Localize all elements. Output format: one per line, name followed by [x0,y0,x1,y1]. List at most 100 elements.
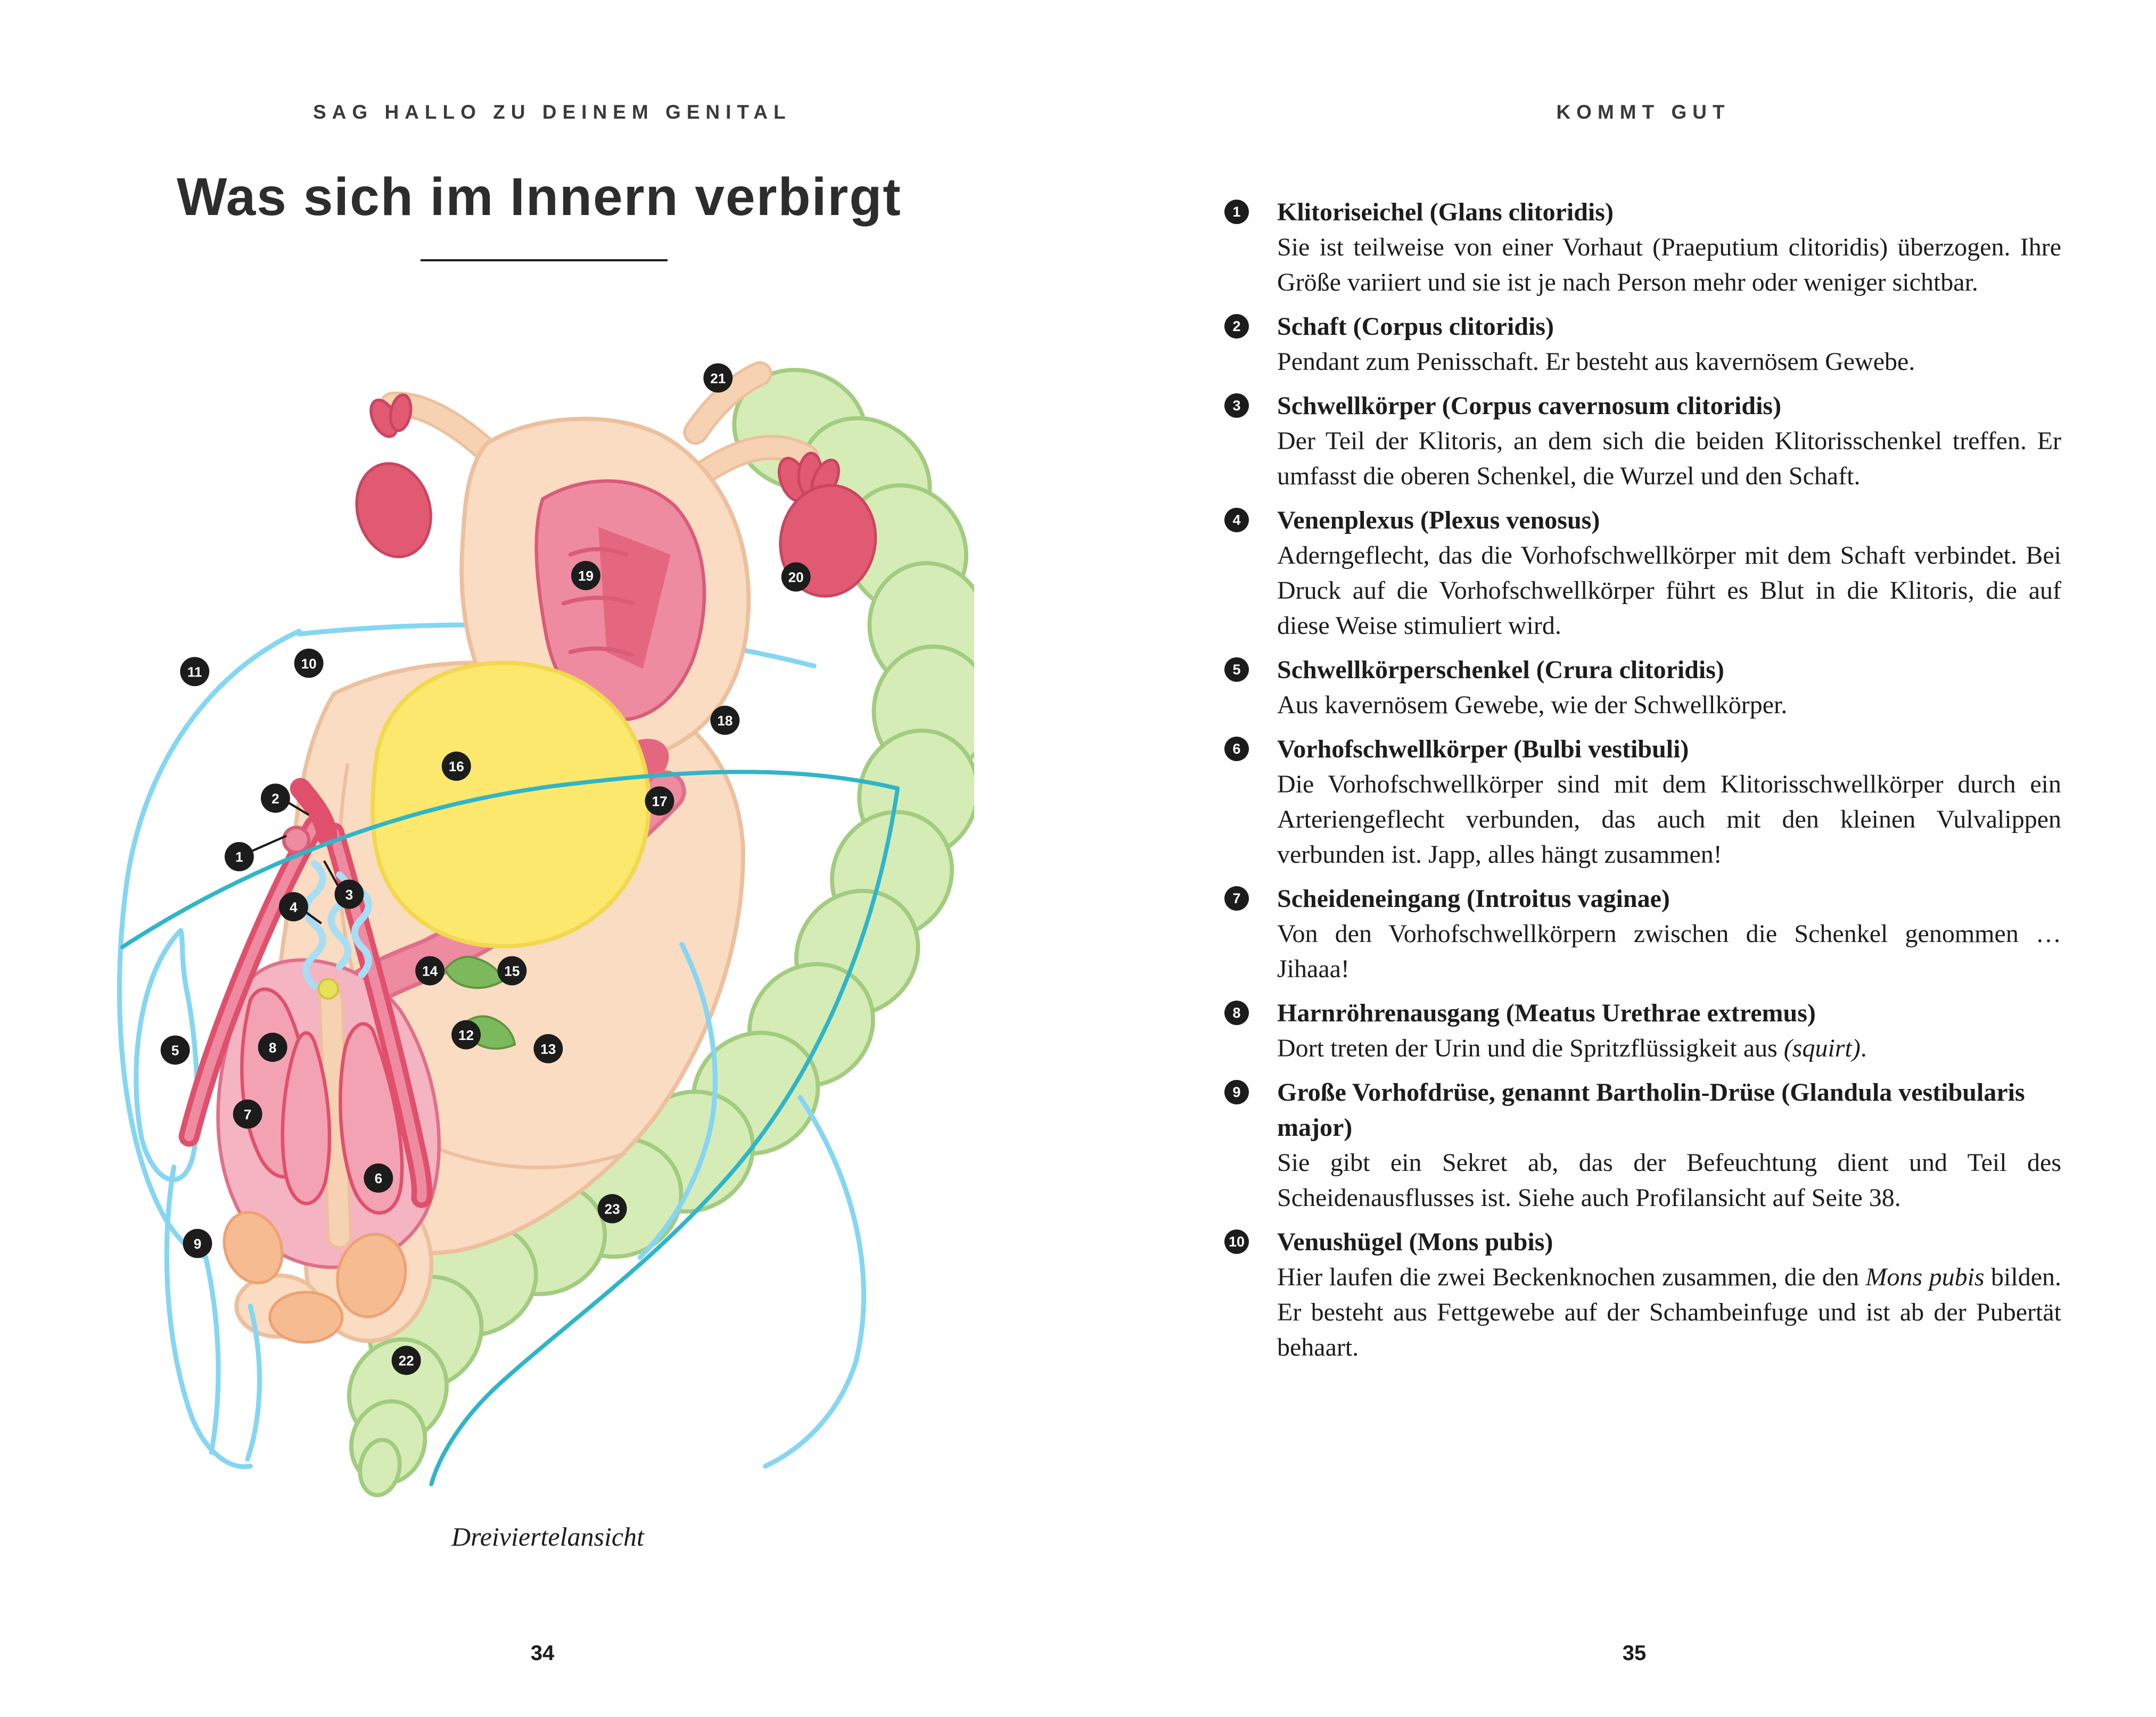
bartholin-gland-right [336,1233,407,1318]
figure-marker-label: 9 [194,1236,202,1252]
figure-marker-label: 8 [269,1039,277,1055]
figure-marker-18 [710,705,740,735]
figure-marker-label: 2 [271,790,279,806]
entry-content: Schwellkörper (Corpus cavernosum clitori… [1277,389,2061,494]
entry-term: Venushügel (Mons pubis) [1277,1228,1553,1256]
entry-term: Venenplexus (Plexus venosus) [1277,506,1600,534]
figure-marker-label: 14 [422,963,438,979]
entry-content: Venenplexus (Plexus venosus) Aderngeflech… [1277,503,2061,643]
figure-marker-label: 20 [788,569,804,585]
bartholin-gland-left [223,1211,284,1285]
figure-marker-1 [224,842,254,871]
body-contour-lines-front [120,770,900,1487]
entry-list: 1 Klitoriseichel (Glans clitoridis) Sie is… [1224,195,2061,1365]
figure-marker-3 [334,879,364,909]
entry-body: Von den Vorhofschwellkörpern zwischen di… [1277,920,2061,983]
entry-item: 7 Scheideneingang (Introitus vaginae) Von … [1224,881,2061,987]
figure-marker-label: 15 [504,963,520,979]
entry-body: Dort treten der Urin und die Spritzflüss… [1277,1034,1867,1062]
entry-number-badge: 1 [1224,200,1249,224]
entry-number-badge: 6 [1224,737,1249,761]
figure-marker-9 [183,1228,212,1258]
left-running-header: SAG HALLO ZU DEINEM GENITAL [313,101,792,123]
entry-term: Schwellkörperschenkel (Crura clitoridis) [1277,656,1724,684]
entry-number-badge: 2 [1224,314,1249,339]
entry-term: Klitoriseichel (Glans clitoridis) [1277,198,1614,226]
entry-term: Scheideneingang (Introitus vaginae) [1277,885,1670,913]
figure-marker-label: 18 [717,713,733,729]
entry-term: Schaft (Corpus clitoridis) [1277,312,1554,341]
entry-body: Aus kavernösem Gewebe, wie der Schwellkö… [1277,691,1788,719]
entry-item: 2 Schaft (Corpus clitoridis) Pendant zum P… [1224,309,2061,379]
entry-term: Große Vorhofdrüse, genannt Bartholin-Drü… [1277,1078,2025,1142]
entry-content: Harnröhrenausgang (Meatus Urethrae extre… [1277,996,2061,1066]
figure-marker-label: 6 [375,1170,383,1186]
figure-marker-label: 22 [399,1353,414,1369]
figure-marker-14 [415,956,445,986]
figure-marker-label: 4 [290,899,298,915]
entry-content: Vorhofschwellkörper (Bulbi vestibuli)Die… [1277,732,2061,872]
figure-marker-label: 10 [301,656,317,672]
entry-body: Hier laufen die zwei Beckenknochen zusam… [1277,1263,2061,1361]
right-running-header: KOMMT GUT [1556,101,1731,123]
figure-marker-label: 23 [605,1201,620,1217]
left-page-number: 34 [530,1641,555,1665]
entry-item: 9 Große Vorhofdrüse, genannt Bartholin-Dr… [1224,1075,2061,1216]
entry-item: 6 Vorhofschwellkörper (Bulbi vestibuli)Di… [1224,732,2061,872]
entry-number-badge: 7 [1224,886,1249,911]
figure-marker-13 [533,1034,563,1063]
figure-marker-5 [160,1035,190,1065]
figure-marker-10 [294,648,324,678]
left-ovary [355,393,432,558]
figure-marker-15 [497,956,527,986]
entry-body: Sie ist teilweise von einer Vorhaut (Pra… [1277,233,2061,296]
entry-item: 1 Klitoriseichel (Glans clitoridis) Sie is… [1224,195,2061,300]
figure-marker-label: 21 [710,370,726,386]
figure-marker-12 [451,1020,481,1050]
entry-body: Pendant zum Penisschaft. Er besteht aus … [1277,348,1915,376]
figure-marker-label: 3 [345,887,353,903]
figure-marker-label: 13 [540,1041,556,1057]
entry-item: 8 Harnröhrenausgang (Meatus Urethrae extr… [1224,996,2061,1066]
entry-number-badge: 8 [1224,1001,1249,1025]
figure-marker-6 [364,1163,393,1193]
entry-content: Große Vorhofdrüse, genannt Bartholin-Drü… [1277,1075,2061,1216]
entry-term: Schwellkörper (Corpus cavernosum clitori… [1277,392,1782,420]
figure-marker-label: 12 [458,1027,474,1043]
figure-marker-23 [597,1194,627,1224]
figure-marker-11 [180,657,210,687]
figure-marker-7 [233,1099,262,1129]
entry-term: Vorhofschwellkörper (Bulbi vestibuli) [1277,735,1689,763]
figure-marker-22 [391,1345,421,1375]
entry-term: Harnröhrenausgang (Meatus Urethrae extre… [1277,999,1816,1027]
entry-number-badge: 10 [1224,1229,1249,1254]
entry-body: Aderngeflecht, das die Vorhofschwellkörp… [1277,541,2061,640]
figure-marker-20 [781,562,811,592]
figure-marker-21 [703,363,733,393]
entry-body: Sie gibt ein Sekret ab, das der Befeucht… [1277,1149,2061,1212]
figure-marker-17 [645,786,674,816]
entry-content: Schaft (Corpus clitoridis) Pendant zum Pe… [1277,309,2061,379]
figure-marker-label: 11 [187,664,202,680]
figure-marker-label: 1 [235,849,243,865]
bladder [371,661,651,948]
urethral-gland [317,978,339,1000]
entry-number-badge: 9 [1224,1080,1249,1104]
figure-marker-2 [260,783,290,813]
right-page-number: 35 [1622,1641,1647,1665]
entry-content: Venushügel (Mons pubis) Hier laufen die z… [1277,1225,2061,1365]
figure-marker-label: 7 [244,1107,252,1122]
figure-marker-label: 5 [171,1043,179,1059]
figure-marker-4 [278,892,308,922]
figure-marker-19 [571,560,600,590]
entry-content: Scheideneingang (Introitus vaginae) Von d… [1277,881,2061,987]
title-rule [421,259,668,261]
figure-marker-label: 16 [449,758,464,774]
figure-marker-16 [441,752,471,781]
